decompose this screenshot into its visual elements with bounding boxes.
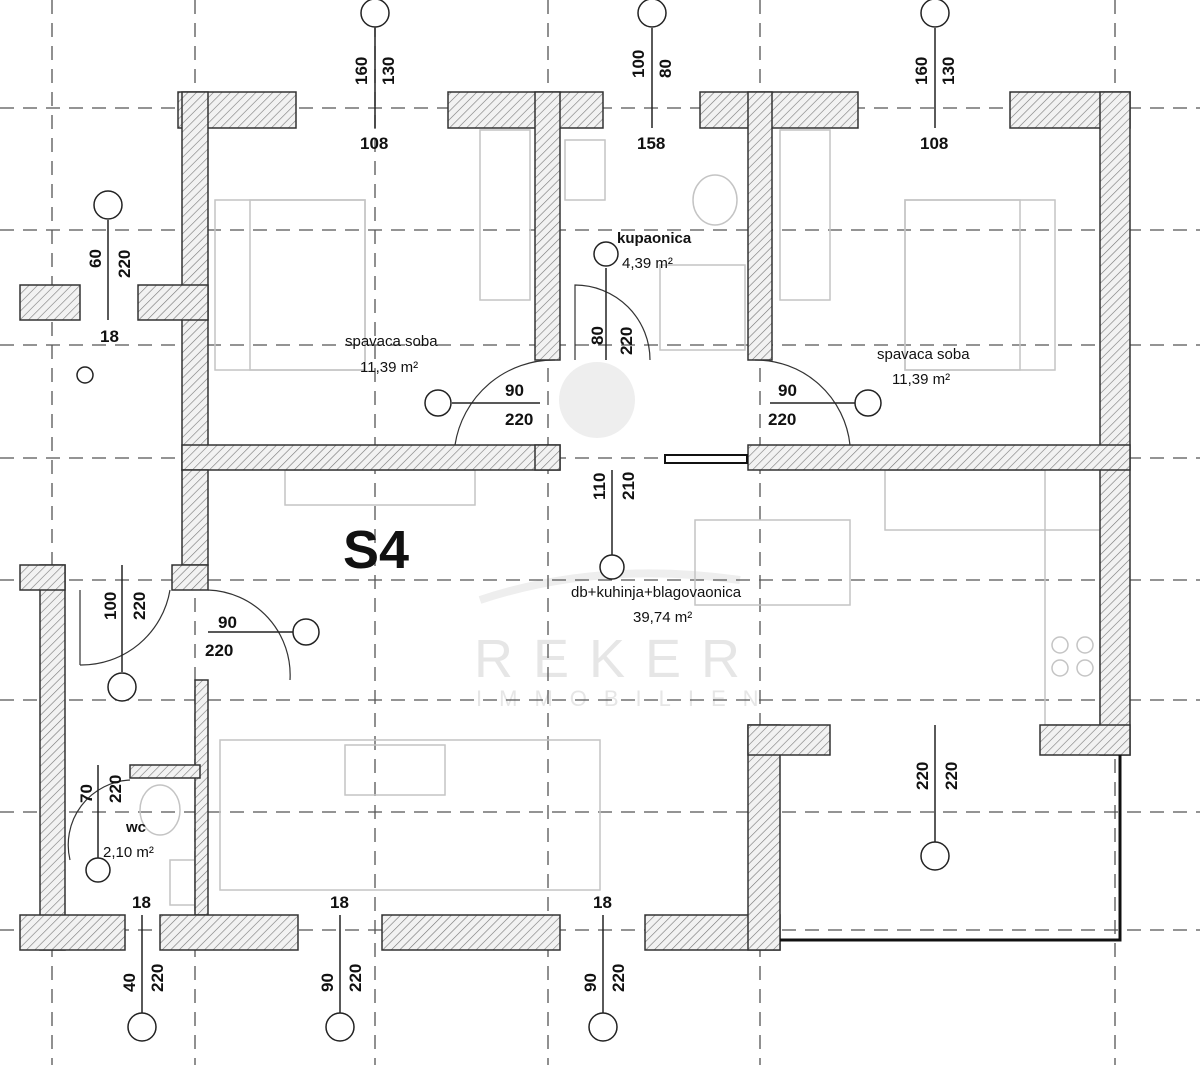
dim: 90: [778, 381, 797, 400]
dim: 90: [505, 381, 524, 400]
dim: 130: [379, 57, 398, 85]
dim: 130: [939, 57, 958, 85]
dim: 100: [629, 50, 648, 78]
dim: 100: [101, 592, 120, 620]
dim: 60: [86, 249, 105, 268]
room-name: wc: [125, 819, 146, 836]
dim: 108: [920, 134, 948, 153]
dim: 220: [913, 762, 932, 790]
dim: 108: [360, 134, 388, 153]
watermark-sub: IMMOBILIEN: [476, 686, 776, 711]
dim: 220: [346, 964, 365, 992]
dimension-labels: 160 130 100 80 160 130 108 158 108 60 22…: [77, 50, 961, 992]
dim: 220: [768, 410, 796, 429]
axis-markers: [76, 0, 950, 1042]
dim: 18: [132, 893, 151, 912]
dim: 210: [619, 472, 638, 500]
dim: 220: [942, 762, 961, 790]
room-name: spavaca soba: [345, 333, 438, 350]
furniture: [139, 129, 1101, 906]
room-name: db+kuhinja+blagovaonica: [571, 584, 742, 601]
dim: 90: [581, 973, 600, 992]
unit-label: S4: [343, 520, 409, 580]
dim: 40: [120, 973, 139, 992]
room-area: 4,39 m²: [622, 255, 673, 272]
dim: 220: [609, 964, 628, 992]
dim: 220: [130, 592, 149, 620]
dim: 18: [330, 893, 349, 912]
door-swings: [67, 284, 851, 861]
dim: 80: [588, 326, 607, 345]
dim: 110: [590, 473, 609, 500]
watermark-brand: REKER: [474, 629, 760, 689]
room-area: 39,74 m²: [633, 609, 692, 626]
dim: 18: [593, 893, 612, 912]
room-labels: spavaca soba 11,39 m² kupaonica 4,39 m² …: [103, 230, 970, 861]
dim: 80: [656, 59, 675, 78]
room-area: 11,39 m²: [892, 371, 950, 388]
dim: 160: [352, 57, 371, 85]
room-name: spavaca soba: [877, 346, 970, 363]
dim: 70: [77, 784, 96, 803]
dim: 18: [100, 327, 119, 346]
dim: 220: [106, 775, 125, 803]
dim: 90: [318, 973, 337, 992]
dim: 220: [505, 410, 533, 429]
room-area: 11,39 m²: [360, 359, 418, 376]
walls: [19, 91, 1131, 951]
room-name: kupaonica: [617, 230, 692, 247]
dim: 220: [115, 250, 134, 278]
dim: 158: [637, 134, 665, 153]
dim: 90: [218, 613, 237, 632]
dim: 220: [148, 964, 167, 992]
dim: 220: [205, 641, 233, 660]
dim: 220: [617, 327, 636, 355]
dim: 160: [912, 57, 931, 85]
room-area: 2,10 m²: [103, 844, 154, 861]
